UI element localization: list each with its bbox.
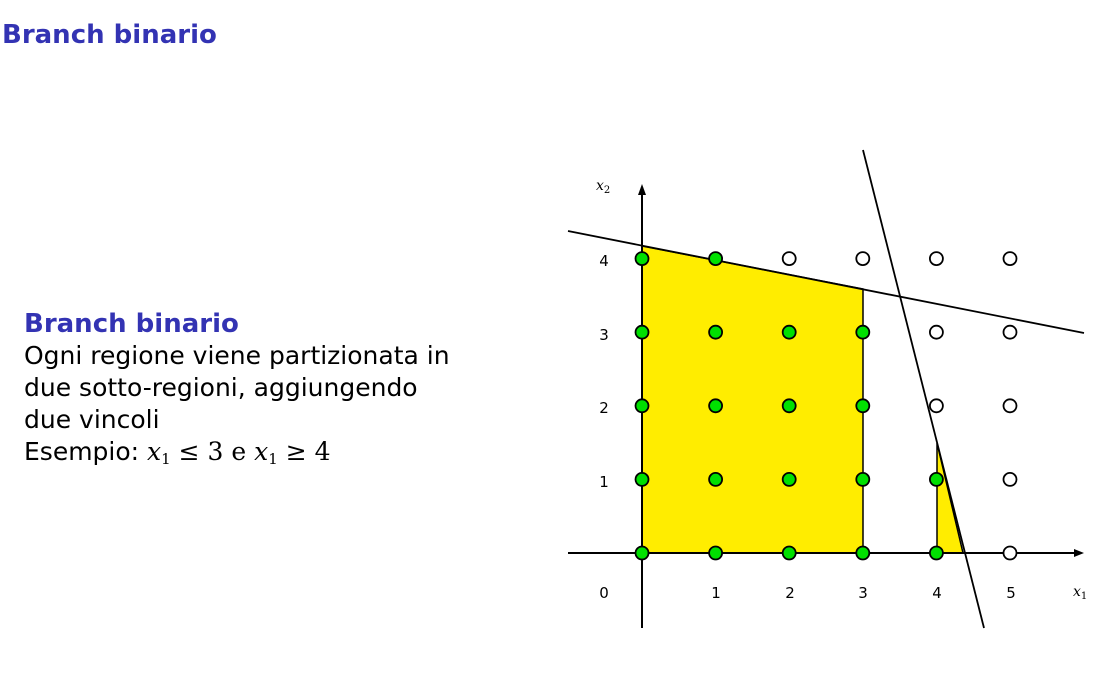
x-tick-label: 5: [1006, 584, 1016, 602]
feasible-point: [634, 251, 650, 267]
feasible-point: [781, 471, 797, 487]
infeasible-point: [929, 251, 944, 267]
feasible-point: [855, 471, 871, 487]
feasible-point: [634, 398, 650, 414]
infeasible-point: [929, 398, 944, 414]
x-tick-label: 0: [599, 584, 609, 602]
feasible-point: [781, 324, 797, 340]
feasible-point: [781, 545, 797, 561]
feasible-region-left: [641, 245, 864, 554]
feasible-point: [781, 398, 797, 414]
body-line-1: Ogni regione viene partizionata in: [24, 341, 450, 370]
y-tick-label: 2: [599, 399, 609, 417]
infeasible-point: [781, 251, 797, 267]
x-tick-label: 1: [711, 584, 721, 602]
feasible-point: [855, 545, 871, 561]
feasible-point: [634, 545, 650, 561]
feasible-point: [708, 324, 723, 340]
infeasible-point: [929, 324, 944, 340]
example-line: Esempio: x1 ≤ 3 e x1 ≥ 4: [24, 436, 504, 475]
x-tick-label: 4: [932, 584, 942, 602]
x-axis-arrow: [1074, 549, 1084, 557]
feasible-point: [708, 545, 723, 561]
slide-title: Branch binario: [2, 20, 217, 50]
feasible-point: [929, 545, 944, 561]
feasible-point: [708, 471, 723, 487]
feasible-point: [708, 251, 723, 267]
feasible-point: [855, 324, 871, 340]
y-axis-label: x2: [596, 178, 610, 196]
infeasible-point: [1002, 471, 1018, 487]
infeasible-point: [1002, 251, 1018, 267]
feasible-point: [708, 398, 723, 414]
x-tick-label: 3: [858, 584, 868, 602]
content-block: Branch binario Ogni regione viene partiz…: [24, 308, 504, 475]
example-constraint-1: x1 ≤ 3 e: [147, 437, 247, 468]
example-constraint-2: x1 ≥ 4: [254, 437, 331, 468]
infeasible-point: [855, 251, 871, 267]
infeasible-point: [1002, 545, 1018, 561]
body-line-3: due vincoli: [24, 405, 160, 434]
feasible-point: [855, 398, 871, 414]
feasible-point: [929, 471, 944, 487]
x-axis-label: x1: [1073, 584, 1087, 602]
infeasible-point: [1002, 324, 1018, 340]
infeasible-point: [1002, 398, 1018, 414]
x-tick-label: 2: [785, 584, 795, 602]
block-title: Branch binario: [24, 309, 239, 339]
y-tick-label: 4: [599, 252, 609, 270]
feasible-point: [634, 471, 650, 487]
y-tick-label: 3: [599, 326, 609, 344]
y-tick-label: 1: [599, 473, 609, 491]
constraint-line-2: [862, 149, 985, 629]
lattice-points: [634, 251, 1018, 561]
block-body: Ogni regione viene partizionata in due s…: [24, 340, 504, 475]
example-prefix: Esempio:: [24, 437, 140, 466]
y-axis-arrow: [638, 184, 646, 195]
body-line-2: due sotto-regioni, aggiungendo: [24, 373, 418, 402]
constraint-line-1: [567, 230, 1085, 334]
feasible-point: [634, 324, 650, 340]
